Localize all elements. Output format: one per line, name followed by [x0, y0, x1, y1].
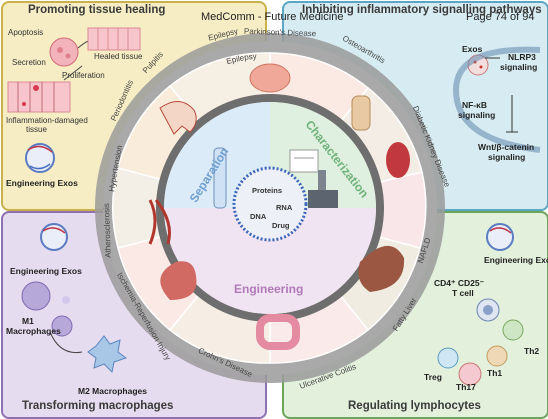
apoptosis-cell-icon: [49, 37, 79, 67]
panel-title-inflammatory: Inhibiting inflammatory signalling pathw…: [302, 4, 542, 16]
panel-title-macrophages: Transforming macrophages: [22, 400, 174, 412]
label-healed-tissue: Healed tissue: [94, 52, 143, 61]
engineering-exo-icon: [25, 143, 55, 173]
label-m2-macrophages: M2 Macrophages: [78, 386, 147, 396]
label-nlrp3-signaling: signaling: [500, 62, 538, 72]
page-indicator: Page 74 of 94: [466, 11, 535, 23]
label-nfkb-signaling: signaling: [458, 110, 496, 120]
label-th17: Th17: [456, 382, 476, 392]
th1-icon: [486, 345, 508, 367]
microscope-icon: [308, 170, 338, 208]
liver-icon: [358, 245, 405, 292]
label-damaged-tissue-1: Inflammation-damaged: [6, 116, 88, 125]
engineering-exo-icon: [486, 223, 514, 251]
label-wnt-signaling: signaling: [488, 152, 526, 162]
tooth-icon: [159, 101, 197, 135]
kidney-icon: [386, 142, 410, 178]
label-t-cell: T cell: [452, 288, 474, 298]
label-m1-macrophages: Macrophages: [6, 326, 61, 336]
cell-membrane-icon: [452, 46, 541, 153]
label-th1: Th1: [487, 368, 503, 378]
label-exos: Exos: [462, 44, 483, 54]
exosome-icon: [232, 166, 308, 242]
m2-macrophage-icon: [87, 335, 128, 374]
label-proliferation: Proliferation: [62, 71, 105, 80]
separation-tube-icon: [213, 147, 227, 209]
ring-label-atherosclerosis: Atherosclerosis: [101, 203, 113, 258]
knee-joint-icon: [351, 95, 371, 131]
brain-icon: [249, 63, 291, 93]
m1-macrophage-icon: [21, 281, 73, 337]
healed-tissue-icon: [87, 27, 141, 51]
center-label-drug: Drug: [272, 221, 290, 230]
label-wnt: Wnt/β-catenin: [478, 142, 535, 152]
center-label-rna: RNA: [276, 203, 293, 212]
label-engineering-exos-bl: Engineering Exos: [10, 266, 82, 276]
label-secretion: Secretion: [12, 58, 46, 67]
arrow-icon: [49, 331, 83, 354]
label-apoptosis: Apoptosis: [8, 28, 44, 37]
th17-icon: [458, 362, 482, 386]
journal-header: MedComm - Future Medicine: [201, 11, 344, 23]
label-cd4-cd25: CD4⁺ CD25⁻: [434, 278, 485, 288]
arrow-icon: [63, 65, 83, 81]
colon-icon: [256, 314, 300, 350]
center-label-dna: DNA: [250, 212, 267, 221]
center-label-engineering: Engineering: [234, 282, 304, 296]
label-nlrp3: NLRP3: [508, 52, 536, 62]
center-label-proteins: Proteins: [252, 186, 283, 195]
label-treg: Treg: [424, 372, 442, 382]
label-engineering-exos-tl: Engineering Exos: [6, 178, 78, 188]
label-th2: Th2: [524, 346, 540, 356]
label-damaged-tissue-2: tissue: [26, 125, 47, 134]
label-nfkb: NF-κB: [462, 100, 488, 110]
outer-ring: [95, 33, 445, 383]
panel-title-lymphocytes: Regulating lymphocytes: [348, 400, 481, 412]
t-cell-icon: [476, 298, 500, 322]
treg-icon: [437, 347, 459, 369]
engineering-exo-icon: [40, 223, 68, 251]
heart-icon: [160, 261, 197, 300]
panel-title-tissue-healing: Promoting tissue healing: [28, 4, 166, 16]
label-engineering-exos-br: Engineering Exos: [484, 255, 548, 265]
blood-vessel-icon: [148, 199, 171, 245]
damaged-tissue-icon: [7, 81, 71, 113]
label-m1: M1: [22, 316, 34, 326]
spectrum-chart-icon: [289, 149, 319, 173]
quadrant-engineering: [164, 208, 376, 314]
th2-icon: [502, 319, 524, 341]
